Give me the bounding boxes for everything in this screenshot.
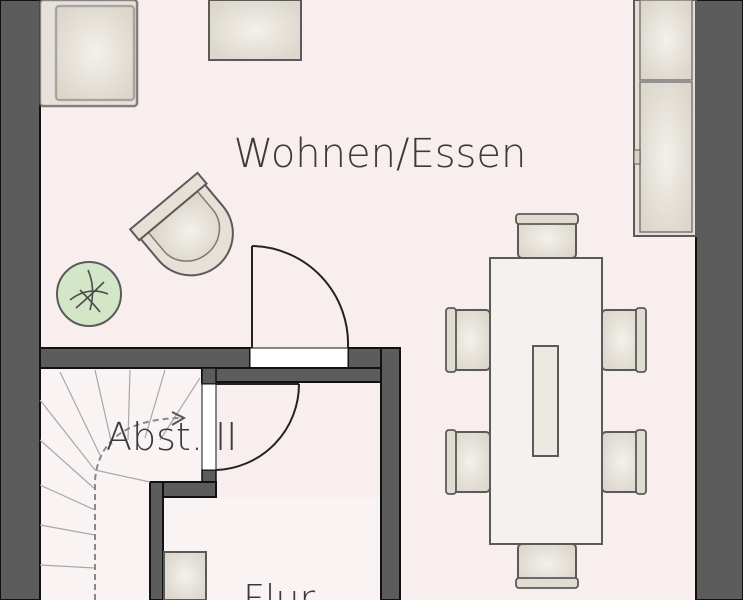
lounge-chair: [128, 171, 234, 277]
cabinet: [633, 0, 697, 237]
door-hall-swing: [215, 383, 300, 471]
room-label-landing: Abst. II: [106, 415, 237, 459]
door-living-swing: [251, 245, 350, 349]
wall-hall-top: [201, 367, 382, 383]
room-label-hall: Flur: [243, 577, 315, 600]
stair-arrow-icon: [171, 411, 187, 426]
wall-right: [695, 0, 743, 600]
chair-right-upper: [601, 307, 647, 373]
wall-vertical-right: [380, 347, 401, 600]
wall-partition: [201, 367, 217, 385]
plant-icon: [56, 261, 122, 327]
sofa: [39, 0, 138, 107]
staircase: [39, 369, 201, 600]
side-table: [208, 0, 302, 61]
wall-opening: [201, 383, 217, 471]
chair-right-lower: [601, 429, 647, 495]
door-opening: [249, 347, 349, 369]
chair-left-lower: [445, 429, 491, 495]
wall-left: [0, 0, 41, 600]
chair-top: [515, 213, 579, 259]
dining-table: [489, 257, 603, 545]
chair-left-upper: [445, 307, 491, 373]
hall-cabinet: [163, 551, 207, 600]
room-label-living: Wohnen/Essen: [234, 131, 527, 177]
wall-hall-left: [149, 481, 164, 600]
wall-horizontal-left: [39, 347, 251, 369]
chair-bottom: [515, 543, 579, 589]
